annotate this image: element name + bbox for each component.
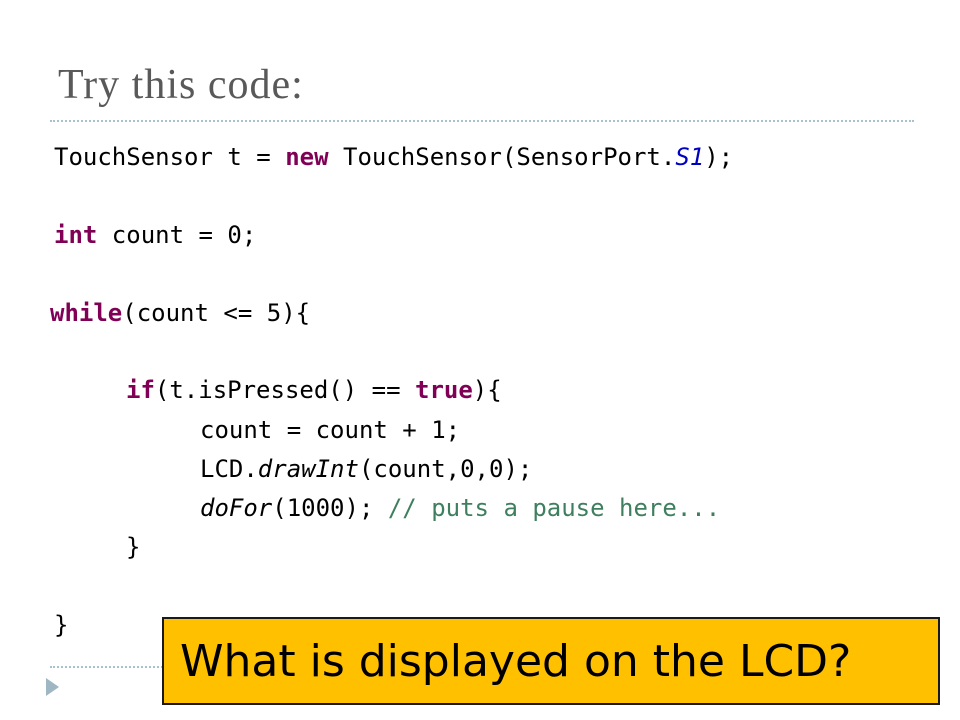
code-text: (count <= 5){: [122, 299, 311, 327]
code-line-2: int count = 0;: [54, 223, 256, 247]
code-text: (t.isPressed() ==: [154, 376, 415, 404]
code-text: TouchSensor(SensorPort.: [328, 143, 676, 171]
code-constant: S1: [675, 143, 705, 171]
code-line-7: doFor(1000); // puts a pause here...: [200, 496, 720, 520]
code-line-1: TouchSensor t = new TouchSensor(SensorPo…: [54, 145, 733, 169]
code-text: count = 0;: [97, 221, 257, 249]
code-text: );: [704, 143, 734, 171]
code-keyword: while: [50, 299, 123, 327]
code-line-8: }: [126, 535, 140, 559]
code-line-4: if(t.isPressed() == true){: [126, 378, 502, 402]
code-keyword: if: [126, 376, 155, 404]
code-text: (1000);: [272, 494, 388, 522]
lcd-question-callout: What is displayed on the LCD?: [162, 617, 940, 705]
code-line-9: }: [54, 613, 68, 637]
top-divider: [50, 120, 914, 122]
code-text: TouchSensor t =: [54, 143, 286, 171]
triangle-bullet-icon: [46, 678, 59, 696]
code-text: (count,0,0);: [358, 455, 533, 483]
code-text: ){: [472, 376, 502, 404]
code-text: }: [126, 533, 141, 561]
code-comment: // puts a pause here...: [387, 494, 721, 522]
code-method: drawInt: [257, 455, 359, 483]
code-line-6: LCD.drawInt(count,0,0);: [200, 457, 532, 481]
code-text: LCD.: [200, 455, 258, 483]
code-keyword: new: [285, 143, 329, 171]
code-line-3: while(count <= 5){: [50, 301, 310, 325]
code-text: count = count + 1;: [200, 416, 461, 444]
slide-title: Try this code:: [58, 62, 304, 108]
code-keyword: int: [54, 221, 98, 249]
code-line-5: count = count + 1;: [200, 418, 460, 442]
code-text: }: [54, 611, 69, 639]
code-method: doFor: [200, 494, 273, 522]
code-keyword: true: [415, 376, 473, 404]
